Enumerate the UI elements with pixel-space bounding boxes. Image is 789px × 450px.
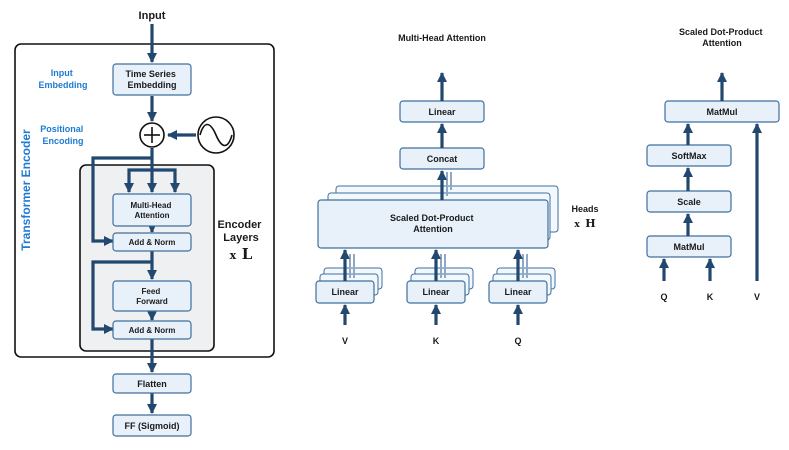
addition-icon xyxy=(139,122,165,148)
arrow-residual-1 xyxy=(91,156,152,247)
ff-sigmoid-box xyxy=(112,414,192,437)
input-label: Input xyxy=(139,10,166,22)
heads-multiplier-label: x H xyxy=(574,212,595,231)
input-embedding-label: Input Embedding xyxy=(39,68,88,90)
multi-head-attention-panel: Multi-Head Attention xyxy=(315,33,599,346)
add-norm-label-1: Add & Norm xyxy=(129,238,176,247)
input-q-label: Q xyxy=(514,336,521,346)
scaled-dot-product-attention-label: Scaled Dot-Product Attention xyxy=(390,213,476,234)
input-k-label: K xyxy=(433,336,440,346)
multi-head-attention-title: Multi-Head Attention xyxy=(398,33,486,43)
scaled-dot-product-attention-panel: Scaled Dot-Product Attention MatMul Soft… xyxy=(646,27,780,302)
ff-sigmoid-label: FF (Sigmoid) xyxy=(125,421,180,431)
arrow-split-left xyxy=(123,168,152,194)
flatten-label: Flatten xyxy=(137,379,167,389)
add-norm-box-2 xyxy=(112,320,192,340)
sine-wave-icon xyxy=(197,116,235,154)
add-norm-box-1 xyxy=(112,232,192,252)
add-norm-label-2: Add & Norm xyxy=(129,326,176,335)
transformer-encoder-frame xyxy=(14,43,275,358)
linear-k-label: Linear xyxy=(422,287,450,297)
sdpa-title: Scaled Dot-Product Attention xyxy=(679,27,765,48)
linear-v-label: Linear xyxy=(331,287,359,297)
sdpa-input-k-label: K xyxy=(707,292,714,302)
arrow-split-right xyxy=(152,168,181,194)
time-series-embedding-label: Time Series Embedding xyxy=(126,69,179,90)
concat-label: Concat xyxy=(427,154,458,164)
input-v-label: V xyxy=(342,336,348,346)
multi-head-attention-label: Multi-Head Attention xyxy=(130,201,173,220)
sdpa-input-q-label: Q xyxy=(660,292,667,302)
time-series-embedding-box xyxy=(112,63,192,96)
linear-q-label: Linear xyxy=(504,287,532,297)
heads-label: Heads xyxy=(571,204,598,214)
arrow-residual-2 xyxy=(91,260,152,335)
positional-encoding-label: Positional Encoding xyxy=(40,124,86,146)
feed-forward-box xyxy=(112,280,192,312)
encoder-multiplier-label: x L xyxy=(230,244,253,263)
scaled-dot-product-attention-box xyxy=(317,199,549,249)
softmax-label: SoftMax xyxy=(671,151,706,161)
multi-head-attention-box xyxy=(112,193,192,227)
matmul-bottom-label: MatMul xyxy=(674,242,705,252)
linear-output-label: Linear xyxy=(428,107,456,117)
flatten-box xyxy=(112,373,192,394)
feed-forward-label: Feed Forward xyxy=(136,287,168,306)
scale-label: Scale xyxy=(677,197,701,207)
transformer-encoder-panel: Input Input Embedding Positional Encodin… xyxy=(14,10,275,437)
transformer-encoder-label: Transformer Encoder xyxy=(19,129,33,251)
encoder-layers-label: Encoder Layers xyxy=(217,219,264,244)
sdpa-input-v-label: V xyxy=(754,292,760,302)
matmul-top-label: MatMul xyxy=(707,107,738,117)
